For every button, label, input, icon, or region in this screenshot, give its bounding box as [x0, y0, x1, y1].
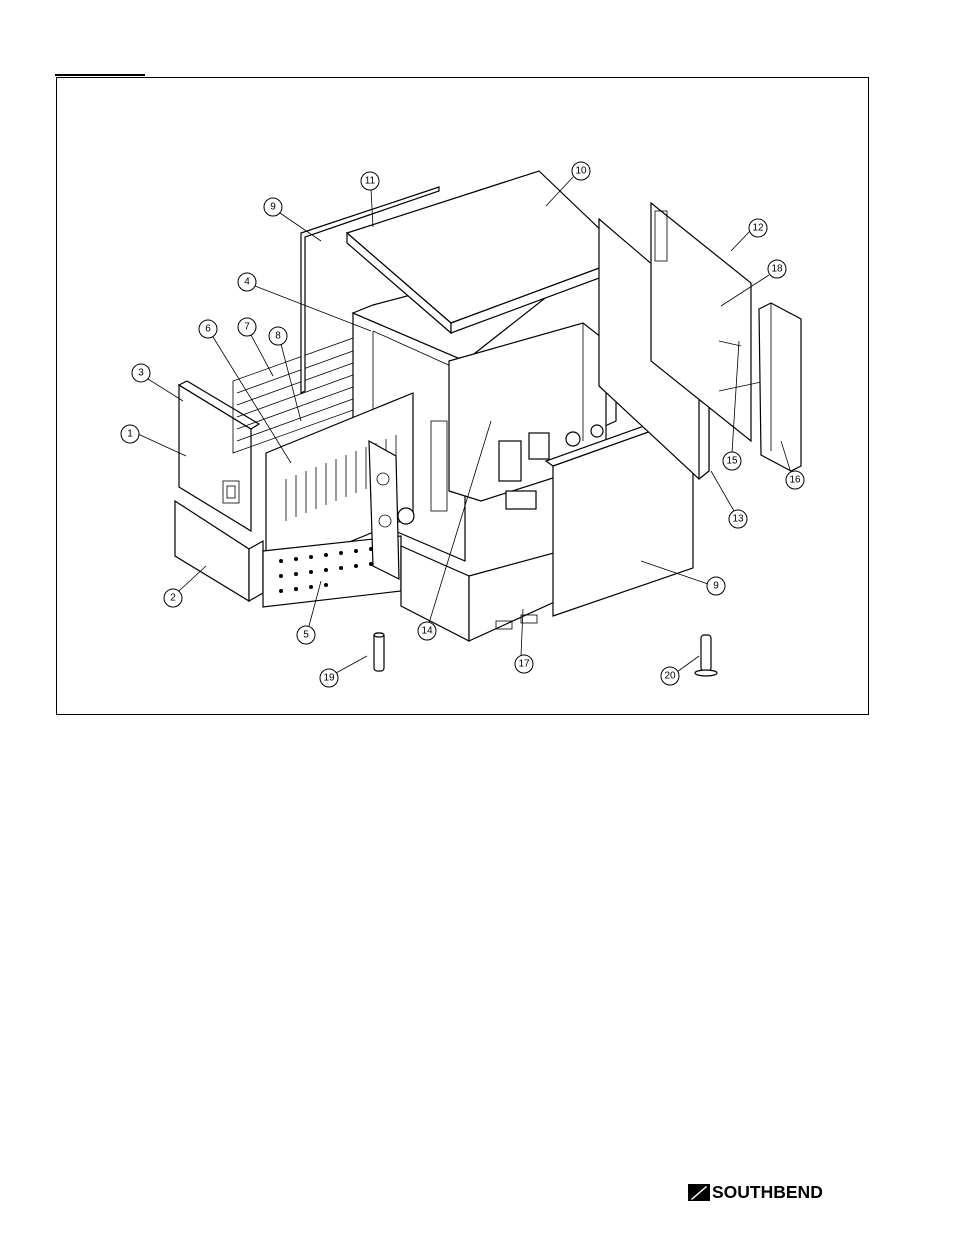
- callout-number: 14: [421, 626, 433, 637]
- brand-logo: SOUTHBEND: [688, 1183, 823, 1201]
- callout-2: 2: [164, 589, 182, 607]
- callout-19: 19: [320, 669, 338, 687]
- callout-number: 7: [244, 322, 250, 333]
- callout-10: 10: [572, 162, 590, 180]
- southbend-logo-mark: [688, 1184, 710, 1201]
- control-cover: [759, 303, 801, 471]
- callout-number: 4: [244, 277, 250, 288]
- callout-15: 15: [723, 452, 741, 470]
- callout-3: 3: [132, 364, 150, 382]
- callout-number: 10: [575, 166, 587, 177]
- callout-number: 5: [303, 630, 309, 641]
- callout-number: 13: [732, 514, 744, 525]
- callout-number: 16: [789, 475, 801, 486]
- callout-4: 4: [238, 273, 256, 291]
- callout-number: 6: [205, 324, 211, 335]
- callout-12: 12: [749, 219, 767, 237]
- callout-20: 20: [661, 667, 679, 685]
- callout-number: 15: [726, 456, 738, 467]
- callout-number: 1: [127, 429, 133, 440]
- callout-9: 9: [264, 198, 282, 216]
- callout-number: 19: [323, 673, 335, 684]
- callout-5: 5: [297, 626, 315, 644]
- callout-11: 11: [361, 172, 379, 190]
- header-rule: [55, 74, 145, 76]
- callout-17: 17: [515, 655, 533, 673]
- callout-number: 17: [518, 659, 530, 670]
- callout-number: 9: [270, 202, 276, 213]
- brand-name: SOUTHBEND: [712, 1182, 823, 1203]
- callout-18: 18: [768, 260, 786, 278]
- callout-number: 12: [752, 223, 764, 234]
- callout-number: 11: [365, 176, 376, 187]
- leg-left: [374, 633, 384, 671]
- callout-number: 8: [275, 331, 281, 342]
- callout-6: 6: [199, 320, 217, 338]
- callout-7: 7: [238, 318, 256, 336]
- callout-number: 20: [664, 671, 676, 682]
- left-side-panel: [179, 381, 259, 531]
- callout-16: 16: [786, 471, 804, 489]
- callout-9: 9: [707, 577, 725, 595]
- callout-number: 3: [138, 368, 144, 379]
- callout-14: 14: [418, 622, 436, 640]
- callout-1: 1: [121, 425, 139, 443]
- callout-number: 2: [170, 593, 176, 604]
- callout-13: 13: [729, 510, 747, 528]
- leg-right: [695, 635, 717, 676]
- callout-number: 9: [713, 581, 719, 592]
- callout-8: 8: [269, 327, 287, 345]
- callout-number: 18: [771, 264, 783, 275]
